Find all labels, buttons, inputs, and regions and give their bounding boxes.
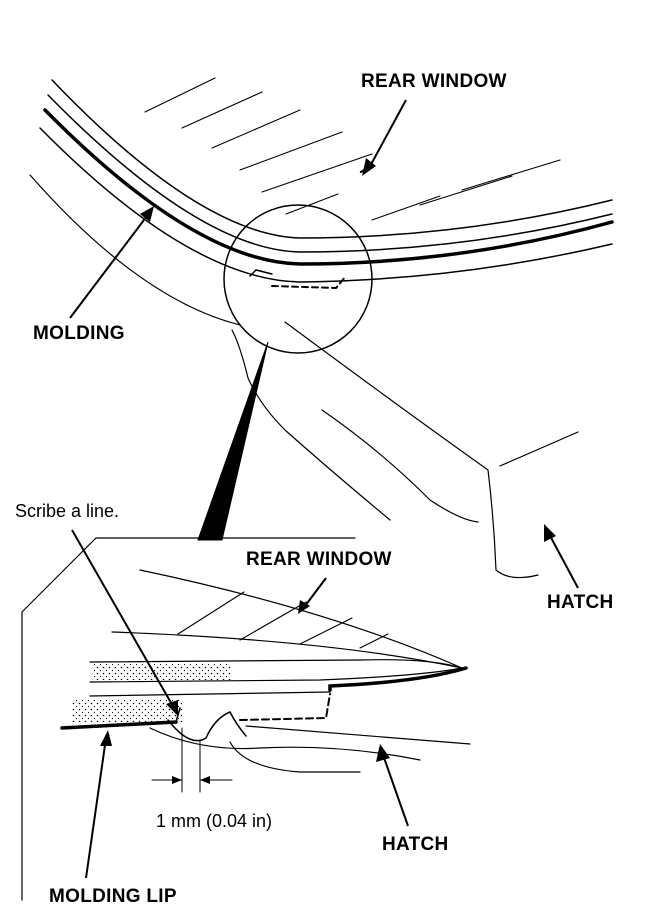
detail-glass-hatching (177, 591, 389, 649)
hatch-panel-line (321, 409, 479, 523)
label-molding: MOLDING (33, 323, 125, 344)
hatch-side (284, 321, 539, 579)
hatch-detail-arrow (381, 751, 409, 827)
detail-view (21, 537, 471, 901)
detail-stipple-band-1 (92, 664, 232, 680)
hatch-arrow (547, 531, 579, 589)
molding-lip-arrow (85, 737, 107, 879)
detail-layer-3 (89, 691, 331, 697)
detail-circle (223, 204, 373, 354)
detail-layer-1 (89, 659, 463, 669)
overview-arrows (69, 99, 579, 589)
detail-hatch-line-2 (149, 727, 421, 761)
detail-glass-bottom (111, 631, 463, 669)
detail-dashed-line (239, 693, 331, 721)
molding-arrow (69, 211, 151, 319)
detail-hatch-line-3 (229, 741, 361, 773)
window-edge-curve-1 (51, 79, 613, 239)
body-lower-curve (29, 174, 241, 326)
hatch-right-line (499, 431, 579, 467)
detail-hatch-line-1 (245, 725, 471, 745)
detail-arrows (71, 529, 409, 879)
label-dimension: 1 mm (0.04 in) (156, 811, 273, 831)
detail-stipple-band-2 (72, 700, 182, 722)
body-edge-curve (39, 127, 613, 283)
detail-layer-2 (89, 667, 463, 683)
molding-strip (43, 108, 614, 266)
detail-leader-wedge (197, 341, 269, 541)
circle-molding-lip (249, 269, 273, 277)
label-scribe-a-line: Scribe a line. (15, 501, 120, 521)
label-hatch-top: HATCH (547, 592, 614, 613)
label-rear-window-top: REAR WINDOW (361, 71, 507, 92)
circle-dashed-line (271, 275, 347, 290)
rear-window-arrow (367, 99, 407, 171)
label-molding-lip: MOLDING LIP (49, 886, 177, 907)
detail-molding-thick (328, 666, 468, 692)
overview-view (29, 77, 614, 579)
label-rear-window-detail: REAR WINDOW (246, 549, 392, 570)
window-edge-curve-2 (47, 94, 613, 253)
detail-frame (21, 537, 356, 901)
detail-molding-lip (60, 720, 178, 730)
label-hatch-detail: HATCH (382, 834, 449, 855)
detail-glass-top (139, 569, 463, 669)
scribe-arrow (71, 529, 175, 709)
hatch-outline (231, 329, 391, 521)
window-glass-hatching (144, 77, 561, 221)
